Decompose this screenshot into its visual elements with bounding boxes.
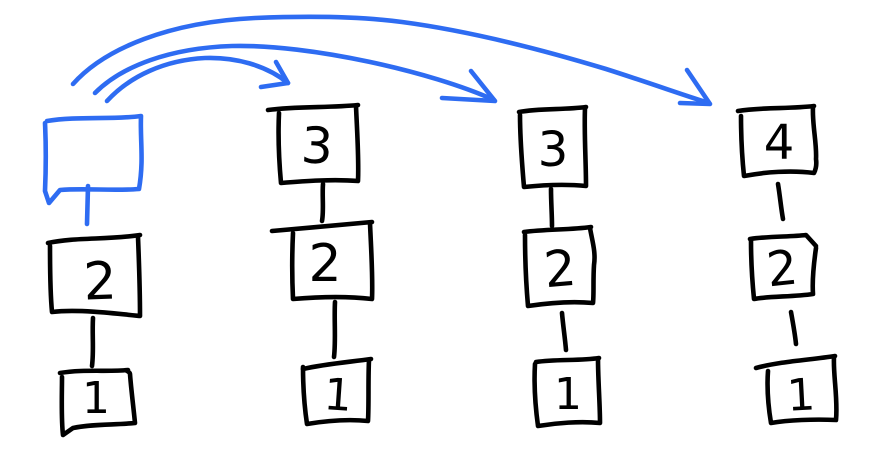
stack3-connector-2-1: [559, 310, 569, 353]
stack-1: [45, 232, 143, 438]
stack1-blue-connector: [84, 183, 91, 227]
stack2-node1-box-top: [300, 356, 374, 372]
stack1-node1-box-body: [59, 368, 138, 438]
stack1-node1-label: 1: [82, 373, 110, 424]
stack1-node1-box-top: [57, 367, 131, 376]
stack4-node1-box-body: [765, 354, 839, 426]
stack3-node2-box-body: [522, 225, 597, 309]
arrow-curve: [104, 55, 291, 104]
stack3-node2-label: 2: [542, 239, 579, 300]
stack4-node1-label: 1: [786, 369, 817, 421]
stack2-node2-label: 2: [308, 234, 341, 294]
stack2-connector-2-1: [331, 299, 338, 360]
stack2-node3-box-top: [265, 102, 361, 113]
arrow-stack1-to-stack2: [104, 55, 291, 104]
stack3-node1-box-top: [533, 355, 602, 365]
stack-4: [735, 103, 839, 426]
arrow-curve: [70, 14, 712, 106]
stack-2: [265, 102, 375, 427]
arrow-stack1-to-stack3: [92, 43, 498, 104]
ink-layer: 2 1 3 2 1 3 2 1 4 2 1: [45, 102, 839, 438]
stack2-connector-3-2: [319, 181, 326, 224]
arrowhead: [439, 68, 498, 104]
stack3-node3-label: 3: [538, 122, 569, 178]
stack1-connector-2-1: [89, 315, 96, 369]
stack1-node2-label: 2: [82, 251, 117, 312]
stack2-node3-label: 3: [300, 116, 335, 176]
stack1-empty-node-box: [42, 113, 144, 206]
arrowhead: [677, 67, 713, 107]
stack1-node2-box-top: [45, 232, 143, 246]
stack-3: [516, 104, 603, 429]
stack4-node1-box-top: [753, 353, 838, 371]
stack4-node2-box-body: [748, 238, 819, 302]
stack2-node3-box-body: [276, 103, 361, 186]
stack3-node3-box-body: [517, 105, 589, 190]
stack3-node1-label: 1: [554, 369, 582, 420]
stack2-node2-box-top: [269, 219, 375, 234]
stack3-node1-box-body: [532, 356, 603, 429]
stack3-node3-box-top: [516, 104, 589, 115]
stack4-connector-2-1: [788, 309, 799, 347]
stack4-node4-box-top: [735, 103, 817, 114]
stack4-node4-label: 4: [764, 115, 795, 171]
arrowhead: [258, 59, 291, 90]
stack2-node1-box-body: [300, 357, 372, 427]
stack1-node2-box-body: [47, 234, 143, 319]
arrow-curve: [92, 43, 497, 103]
arrow-stack1-to-stack4: [70, 14, 713, 107]
stack4-node2-label: 2: [764, 240, 800, 299]
stack2-node2-box-body: [289, 220, 375, 302]
stack3-connector-3-2: [548, 186, 555, 229]
accent-ink-layer: [42, 14, 713, 227]
stack3-node2-box-top: [521, 224, 594, 235]
node-labels: 2 1 3 2 1 3 2 1 4 2 1: [82, 115, 816, 424]
stack2-node1-label: 1: [322, 369, 353, 422]
stack4-connector-4-2: [775, 181, 786, 222]
stack4-node4-box-body: [738, 104, 819, 179]
stack4-node2-box-top: [747, 232, 819, 249]
